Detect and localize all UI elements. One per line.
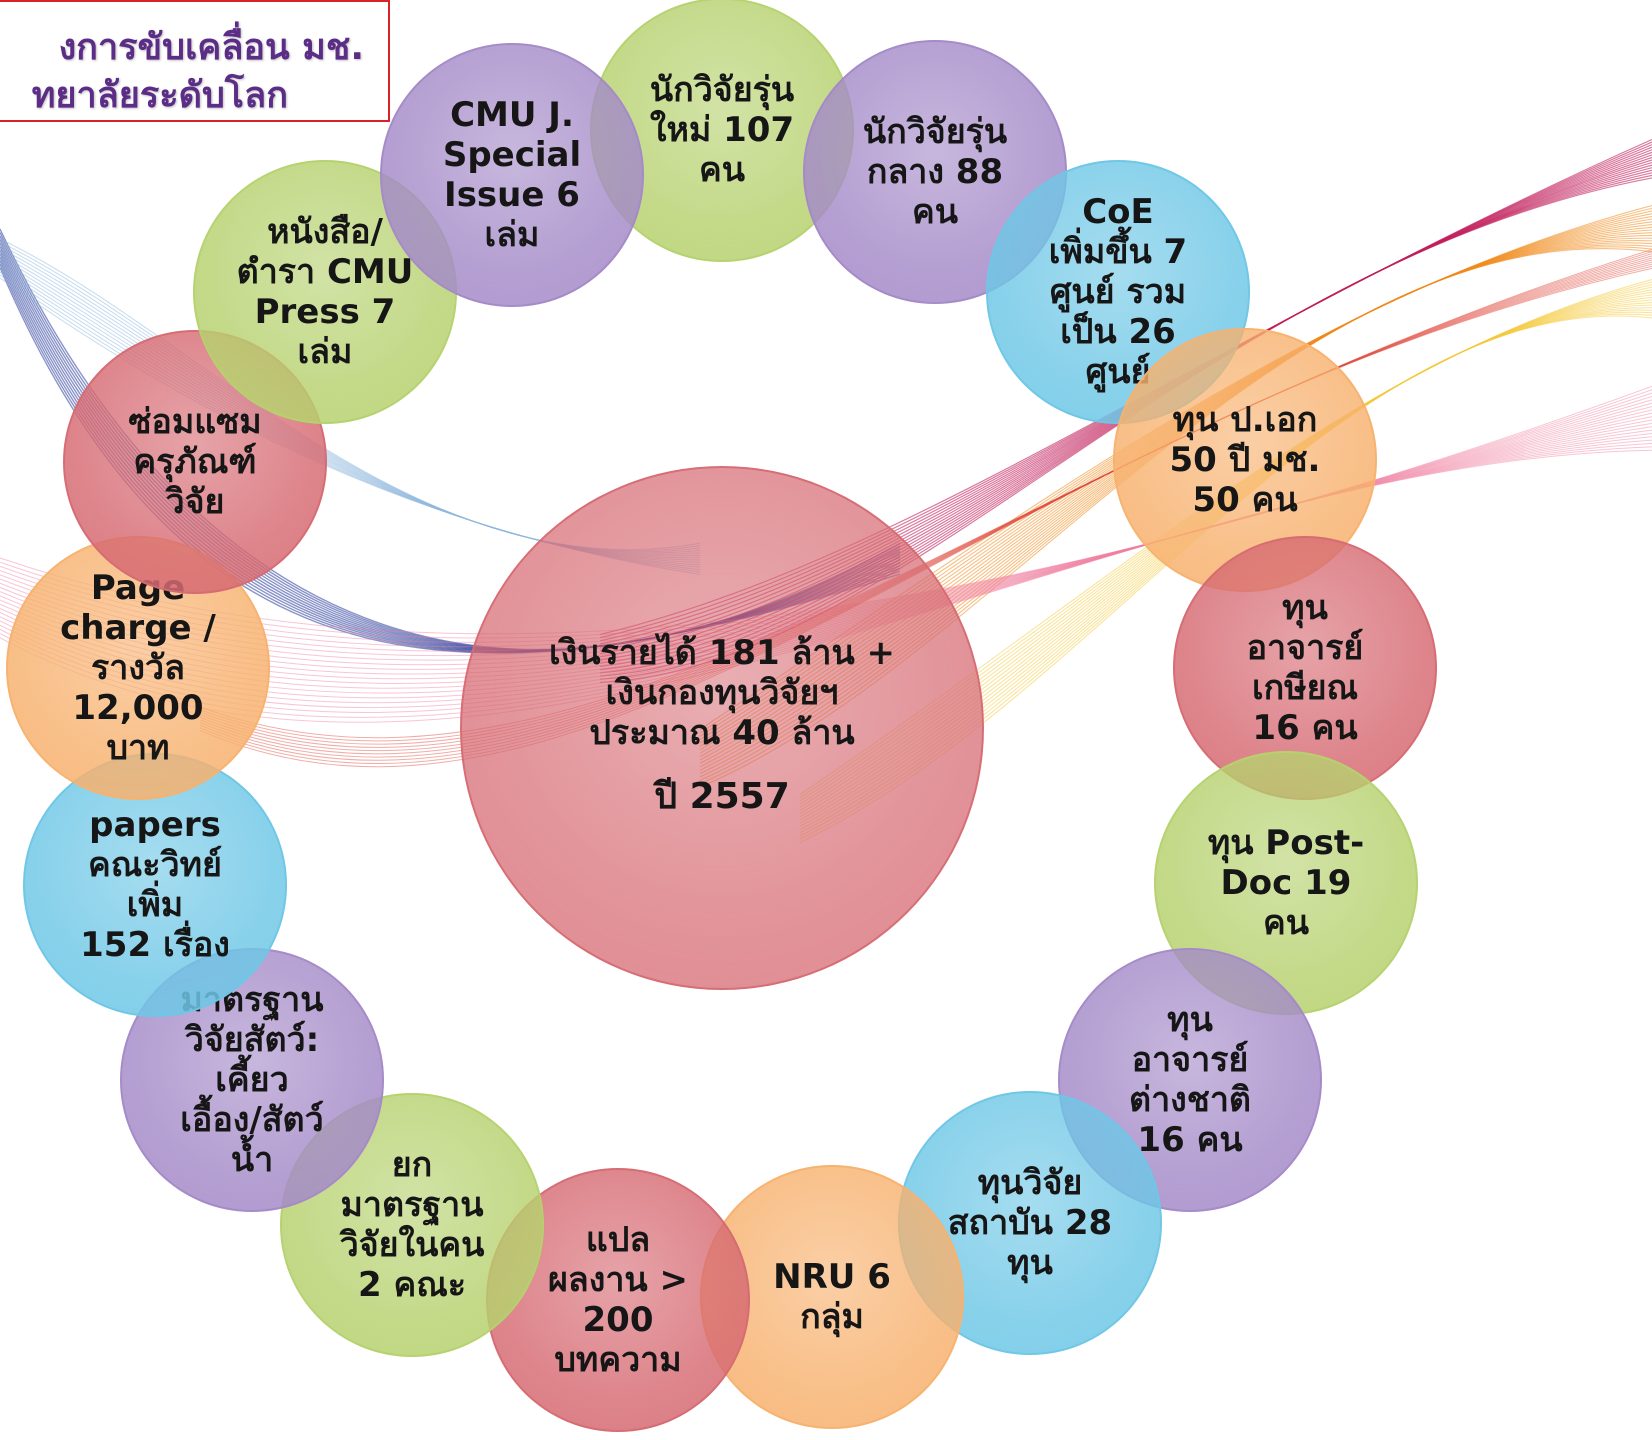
bubble-label: Page charge / รางวัล 12,000 บาท bbox=[60, 568, 216, 768]
bubble-cmu-press-books: หนังสือ/ ตำรา CMU Press 7 เล่ม bbox=[193, 160, 457, 424]
bubble-label: ทุน Post- Doc 19 คน bbox=[1207, 823, 1365, 943]
bubble-label: NRU 6 กลุ่ม bbox=[773, 1257, 891, 1337]
center-budget-text: เงินรายได้ 181 ล้าน + เงินกองทุนวิจัยฯ ป… bbox=[548, 632, 896, 753]
bubble-cmu-journal-special: CMU J. Special Issue 6 เล่ม bbox=[380, 43, 644, 307]
bubble-label: หนังสือ/ ตำรา CMU Press 7 เล่ม bbox=[236, 212, 414, 372]
bubble-phd-grant: ทุน ป.เอก 50 ปี มช. 50 คน bbox=[1113, 328, 1377, 592]
center-budget-bubble: เงินรายได้ 181 ล้าน + เงินกองทุนวิจัยฯ ป… bbox=[460, 466, 984, 990]
bubble-science-papers: papers คณะวิทย์ เพิ่ม 152 เรื่อง bbox=[23, 753, 287, 1017]
bubble-label: CMU J. Special Issue 6 เล่ม bbox=[442, 95, 582, 255]
bubble-label: ยก มาตรฐาน วิจัยในคน 2 คณะ bbox=[339, 1145, 485, 1305]
bubble-label: ทุน อาจารย์ ต่างชาติ 16 คน bbox=[1128, 1000, 1252, 1160]
bubble-label: แปล ผลงาน > 200 บทความ bbox=[547, 1220, 689, 1380]
bubble-postdoc-grant: ทุน Post- Doc 19 คน bbox=[1154, 751, 1418, 1015]
center-year-text: ปี 2557 bbox=[654, 775, 790, 817]
bubble-label: ซ่อมแซม ครุภัณฑ์ วิจัย bbox=[128, 402, 262, 522]
bubble-mid-researchers: นักวิจัยรุ่น กลาง 88 คน bbox=[803, 40, 1067, 304]
bubble-label: นักวิจัยรุ่น ใหม่ 107 คน bbox=[649, 70, 795, 190]
bubble-label: ทุนวิจัย สถาบัน 28 ทุน bbox=[947, 1163, 1113, 1283]
bubble-label: นักวิจัยรุ่น กลาง 88 คน bbox=[862, 112, 1008, 232]
bubble-label: มาตรฐาน วิจัยสัตว์: เคี้ยว เอื้อง/สัตว์ … bbox=[180, 980, 324, 1180]
title-box: งการขับเคลื่อน มช. ทยาลัยระดับโลก bbox=[0, 0, 390, 122]
bubble-animal-research-standard: มาตรฐาน วิจัยสัตว์: เคี้ยว เอื้อง/สัตว์ … bbox=[120, 948, 384, 1212]
bubble-coe: CoE เพิ่มขึ้น 7 ศูนย์ รวม เป็น 26 ศูนย์ bbox=[986, 160, 1250, 424]
title-line-2: ทยาลัยระดับโลก bbox=[31, 75, 288, 116]
bubble-label: ทุน อาจารย์ เกษียณ 16 คน bbox=[1246, 588, 1364, 748]
bubble-label: papers คณะวิทย์ เพิ่ม 152 เรื่อง bbox=[80, 805, 230, 965]
bubble-label: ทุน ป.เอก 50 ปี มช. 50 คน bbox=[1169, 400, 1321, 520]
title-line-1: งการขับเคลื่อน มช. bbox=[58, 27, 364, 68]
bubble-foreign-faculty-grant: ทุน อาจารย์ ต่างชาติ 16 คน bbox=[1058, 948, 1322, 1212]
